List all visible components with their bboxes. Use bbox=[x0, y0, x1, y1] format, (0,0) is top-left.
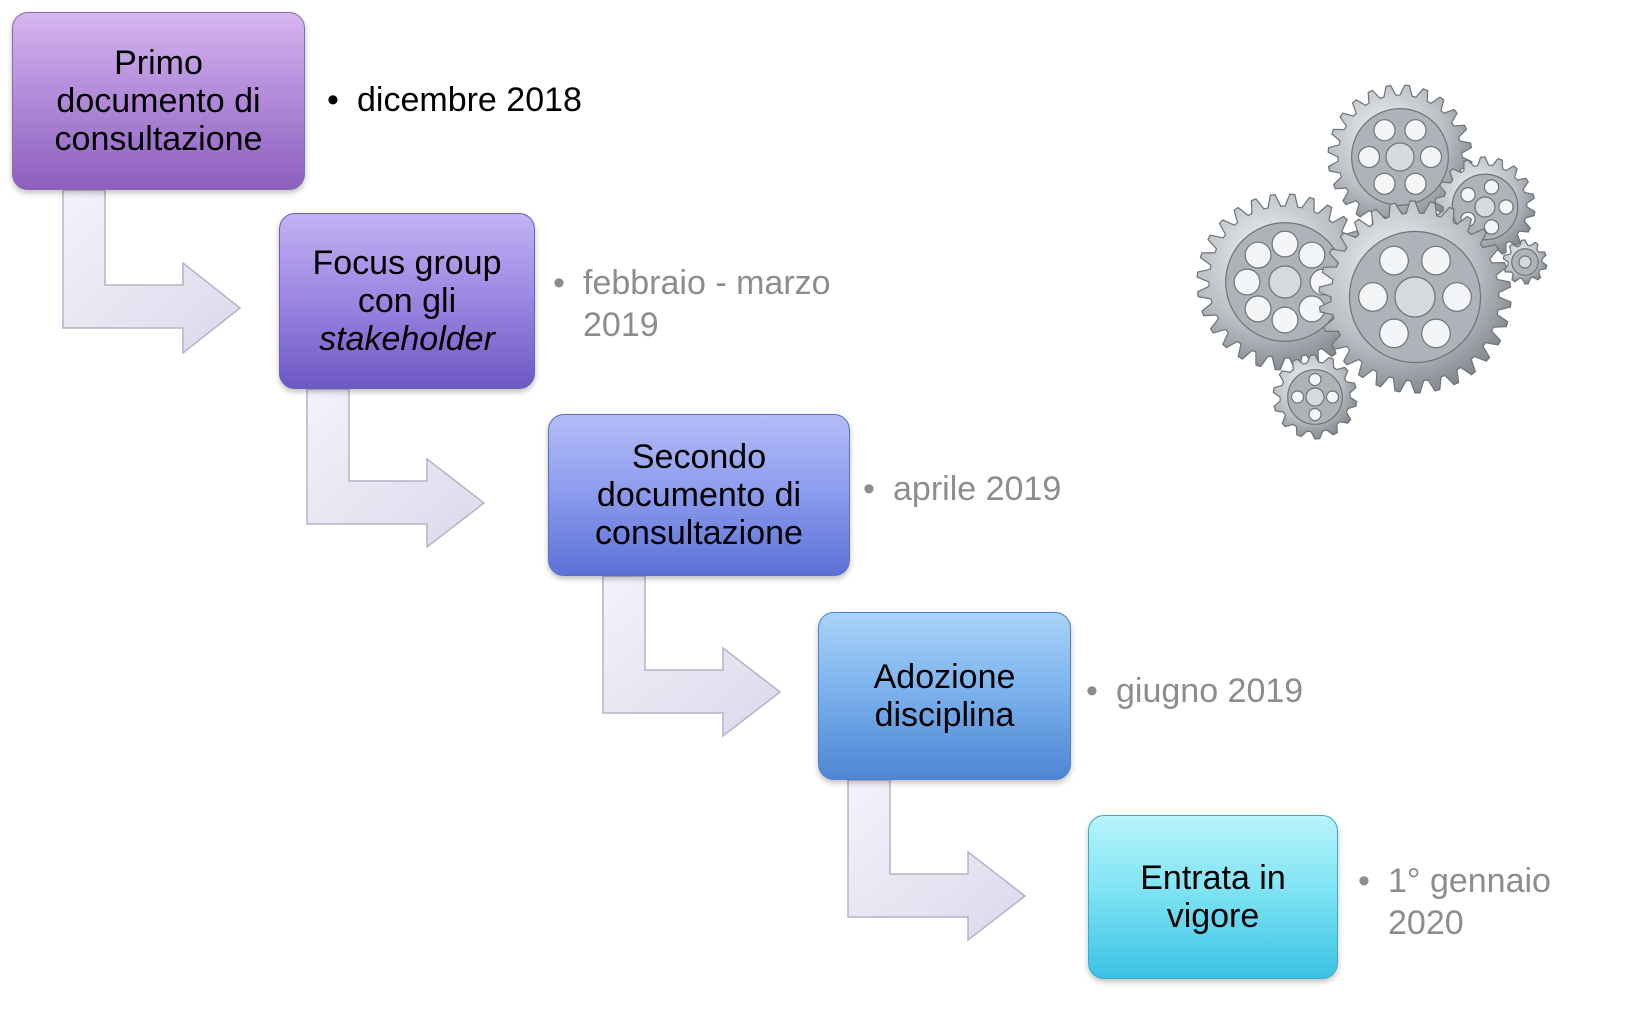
gear-right-hole bbox=[1460, 186, 1476, 203]
gear-left-hole bbox=[1244, 295, 1272, 323]
gear-top-hole bbox=[1357, 145, 1381, 169]
connector-arrow-1 bbox=[62, 189, 242, 355]
bullet-icon: • bbox=[1086, 672, 1098, 710]
step-4-date-line-1: giugno 2019 bbox=[1116, 672, 1304, 710]
bullet-icon: • bbox=[1358, 862, 1370, 900]
step-3-date-line-1: aprile 2019 bbox=[893, 470, 1062, 508]
gear-top-hole bbox=[1373, 119, 1396, 142]
gear-small-right-hub bbox=[1518, 255, 1532, 269]
gear-bottom-hole bbox=[1290, 390, 1305, 404]
step-box-5: Entrata in vigore bbox=[1088, 815, 1338, 979]
step-box-1: Primo documento di consultazione bbox=[12, 12, 305, 190]
gear-center-hole bbox=[1442, 282, 1472, 312]
step-4-date: • giugno 2019 bbox=[1086, 670, 1303, 712]
step-1-line-1: Primo bbox=[114, 44, 203, 82]
gear-bottom-hole bbox=[1325, 390, 1340, 404]
step-3-line-1: Secondo bbox=[631, 438, 767, 476]
gear-top-hole bbox=[1419, 145, 1443, 169]
step-1-date-line-1: dicembre 2018 bbox=[357, 81, 582, 119]
step-5-date: • 1° gennaio 2020 bbox=[1358, 860, 1628, 944]
step-box-3: Secondo documento di consultazione bbox=[548, 414, 850, 576]
step-4-line-1: Adozione bbox=[873, 658, 1016, 696]
step-5-line-2: vigore bbox=[1166, 897, 1260, 935]
gear-right-hole bbox=[1498, 199, 1514, 215]
gear-bottom-hole bbox=[1308, 372, 1322, 387]
step-5-date-line-1: 1° gennaio bbox=[1388, 862, 1551, 900]
bullet-icon: • bbox=[327, 81, 339, 119]
gear-left-hub bbox=[1268, 265, 1302, 299]
step-2-date: • febbraio - marzo 2019 bbox=[553, 262, 883, 346]
gear-center-hole bbox=[1421, 318, 1451, 349]
gear-left-hole bbox=[1298, 241, 1326, 269]
gear-left-hole bbox=[1233, 268, 1261, 296]
connector-arrow-2 bbox=[306, 388, 486, 549]
step-5-date-line-2: 2020 bbox=[1388, 904, 1464, 942]
step-2-line-3: stakeholder bbox=[319, 320, 495, 358]
step-1-line-2: documento di bbox=[56, 82, 261, 120]
step-3-line-3: consultazione bbox=[595, 514, 803, 552]
gear-left-hole bbox=[1271, 306, 1299, 334]
gear-bottom-hole bbox=[1308, 407, 1322, 422]
bullet-icon: • bbox=[553, 264, 565, 302]
gear-center-hole bbox=[1358, 282, 1388, 312]
step-2-line-1: Focus group bbox=[312, 244, 502, 282]
gear-top-hole bbox=[1373, 172, 1396, 195]
gear-left-hole bbox=[1244, 241, 1272, 269]
gear-center-hole bbox=[1421, 245, 1451, 276]
step-box-2: Focus group con gli stakeholder bbox=[279, 213, 535, 389]
step-5-line-1: Entrata in bbox=[1140, 859, 1286, 897]
step-4-line-2: disciplina bbox=[874, 696, 1015, 734]
step-1-line-3: consultazione bbox=[54, 120, 263, 158]
gear-top-hub bbox=[1385, 142, 1415, 172]
gear-center-hole bbox=[1379, 318, 1409, 349]
gear-right-hole bbox=[1483, 179, 1500, 195]
gear-left-hole bbox=[1271, 230, 1299, 258]
gears-icon bbox=[1196, 84, 1548, 440]
gear-top-hole bbox=[1404, 119, 1427, 142]
gear-right-hole bbox=[1483, 219, 1500, 235]
gear-right-hub bbox=[1474, 196, 1496, 218]
step-2-date-line-2: 2019 bbox=[583, 306, 659, 344]
connector-arrow-3 bbox=[602, 575, 782, 738]
step-2-date-line-1: febbraio - marzo bbox=[583, 264, 831, 302]
bullet-icon: • bbox=[863, 470, 875, 508]
step-3-line-2: documento di bbox=[596, 476, 802, 514]
step-3-date: • aprile 2019 bbox=[863, 468, 1061, 510]
gear-bottom-hub bbox=[1305, 387, 1325, 407]
gear-center-hole bbox=[1379, 245, 1409, 276]
gear-top-hole bbox=[1404, 172, 1427, 195]
connector-arrow-4 bbox=[847, 779, 1027, 942]
step-box-4: Adozione disciplina bbox=[818, 612, 1071, 780]
gear-center-hub bbox=[1394, 276, 1436, 318]
step-1-date: • dicembre 2018 bbox=[327, 79, 582, 121]
step-2-line-2: con gli bbox=[357, 282, 457, 320]
